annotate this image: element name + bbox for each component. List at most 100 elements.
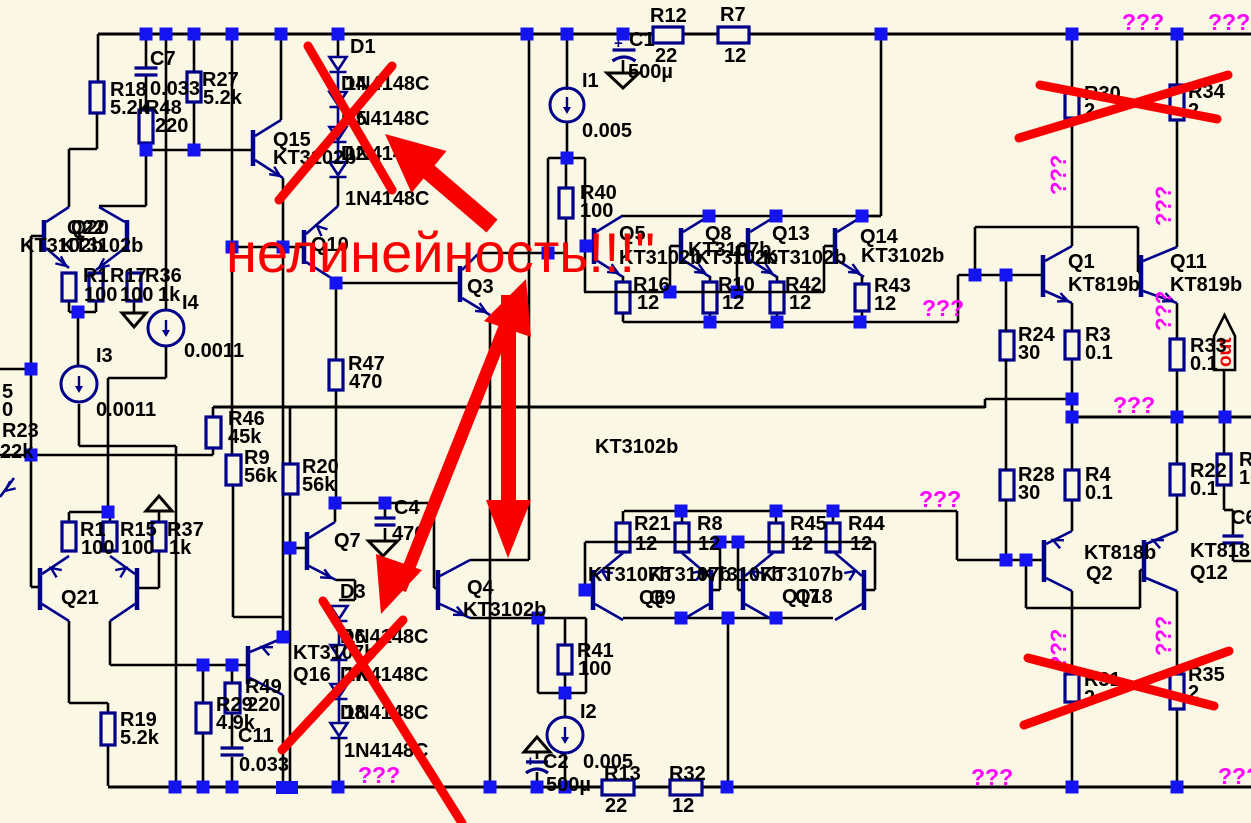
svg-text:0.0011: 0.0011 — [184, 340, 244, 362]
svg-text:R35: R35 — [1188, 664, 1225, 686]
svg-text:12: 12 — [698, 533, 720, 555]
svg-text:1N4148C: 1N4148C — [345, 108, 430, 130]
svg-text:D1: D1 — [350, 36, 376, 58]
svg-text:1k: 1k — [158, 284, 181, 306]
svg-text:C7: C7 — [150, 48, 176, 70]
svg-text:R46: R46 — [228, 408, 265, 430]
svg-text:100: 100 — [580, 200, 613, 222]
svg-text:Q15: Q15 — [273, 129, 311, 151]
svg-text:KT3107b: KT3107b — [648, 564, 731, 586]
svg-text:1N4148C: 1N4148C — [345, 73, 430, 95]
svg-text:R43: R43 — [874, 275, 911, 297]
svg-text:R21: R21 — [634, 513, 671, 535]
svg-text:Q3: Q3 — [467, 276, 494, 298]
svg-text:30: 30 — [1018, 482, 1040, 504]
svg-text:R18: R18 — [110, 79, 147, 101]
svg-text:KT3102b: KT3102b — [763, 247, 846, 269]
svg-text:KT818b: KT818b — [1084, 542, 1156, 564]
svg-text:100: 100 — [120, 284, 153, 306]
svg-text:R1: R1 — [83, 265, 109, 287]
svg-text:KT818b: KT818b — [1190, 540, 1251, 562]
svg-text:4.9k: 4.9k — [216, 712, 256, 734]
svg-text:???: ??? — [1218, 763, 1251, 789]
svg-text:0.1: 0.1 — [1085, 342, 1113, 364]
svg-text:22: 22 — [655, 45, 677, 67]
svg-text:Q12: Q12 — [1190, 562, 1228, 584]
svg-text:56k: 56k — [302, 474, 336, 496]
svg-text:1k: 1k — [169, 537, 192, 559]
svg-text:56k: 56k — [244, 465, 278, 487]
svg-text:I3: I3 — [96, 345, 113, 367]
svg-text:100: 100 — [578, 658, 611, 680]
svg-text:R32: R32 — [669, 763, 706, 785]
svg-text:C2: C2 — [543, 751, 569, 773]
svg-text:C1: C1 — [629, 29, 655, 51]
svg-text:R24: R24 — [1018, 324, 1056, 346]
svg-text:R8: R8 — [697, 513, 723, 535]
svg-text:R12: R12 — [650, 5, 687, 27]
svg-text:???: ??? — [1151, 186, 1176, 226]
svg-text:Q18: Q18 — [795, 586, 833, 608]
svg-text:KT819b: KT819b — [1170, 274, 1242, 296]
svg-text:???: ??? — [919, 486, 961, 512]
svg-text:220: 220 — [155, 115, 188, 137]
svg-text:R9: R9 — [244, 447, 270, 469]
svg-text:D3: D3 — [340, 581, 366, 603]
svg-text:R45: R45 — [790, 513, 827, 535]
svg-text:R36: R36 — [145, 265, 182, 287]
svg-text:???: ??? — [1151, 291, 1176, 331]
svg-text:2: 2 — [1084, 100, 1095, 122]
svg-text:Q20: Q20 — [71, 217, 109, 239]
svg-text:KT3102b: KT3102b — [595, 436, 678, 458]
svg-text:Q11: Q11 — [1170, 251, 1207, 273]
svg-text:R29: R29 — [216, 694, 253, 716]
svg-text:1N4148C: 1N4148C — [344, 740, 429, 762]
svg-text:0.033: 0.033 — [150, 78, 200, 100]
svg-text:R19: R19 — [120, 709, 157, 731]
svg-text:12: 12 — [791, 533, 813, 555]
svg-text:220: 220 — [247, 694, 280, 716]
svg-text:R15: R15 — [120, 519, 157, 541]
svg-text:нелинейность!!!": нелинейность!!!" — [226, 221, 655, 284]
svg-text:???: ??? — [1122, 9, 1164, 35]
svg-text:R48: R48 — [145, 97, 182, 119]
svg-text:D8: D8 — [340, 702, 366, 724]
svg-text:5: 5 — [2, 381, 13, 403]
svg-text:0.033: 0.033 — [239, 754, 289, 776]
svg-text:12: 12 — [724, 45, 746, 67]
svg-text:KT819b: KT819b — [1068, 274, 1140, 296]
svg-text:C4: C4 — [394, 497, 420, 519]
svg-text:12: 12 — [789, 292, 811, 314]
svg-text:R27: R27 — [202, 69, 239, 91]
svg-text:???: ??? — [971, 764, 1013, 790]
svg-text:KT3102b: KT3102b — [695, 247, 778, 269]
svg-text:0.005: 0.005 — [583, 751, 633, 773]
svg-text:R17: R17 — [110, 265, 147, 287]
svg-text:R20: R20 — [302, 456, 339, 478]
svg-text:Q13: Q13 — [772, 223, 810, 245]
svg-text:I1: I1 — [582, 70, 599, 92]
svg-text:R23: R23 — [2, 420, 39, 442]
svg-text:R22: R22 — [1190, 460, 1227, 482]
svg-text:Q22: Q22 — [67, 217, 105, 239]
svg-text:Q10: Q10 — [311, 234, 349, 256]
svg-text:KT3102b: KT3102b — [463, 599, 546, 621]
svg-text:R4: R4 — [1085, 464, 1111, 486]
svg-text:Q17: Q17 — [782, 586, 820, 608]
svg-text:R3: R3 — [1085, 324, 1111, 346]
svg-text:out: out — [1215, 337, 1236, 367]
svg-text:KT3107b: KT3107b — [760, 564, 843, 586]
svg-text:0.0011: 0.0011 — [96, 399, 156, 421]
svg-text:30: 30 — [1018, 342, 1040, 364]
svg-text:I2: I2 — [580, 701, 597, 723]
svg-text:Q6: Q6 — [639, 587, 666, 609]
svg-text:KT3107b: KT3107b — [588, 564, 671, 586]
svg-text:1N4148C: 1N4148C — [344, 702, 429, 724]
svg-text:100: 100 — [84, 284, 117, 306]
svg-text:R16: R16 — [633, 274, 670, 296]
svg-text:D2: D2 — [341, 143, 367, 165]
svg-text:Q9: Q9 — [649, 587, 676, 609]
svg-text:Q21: Q21 — [61, 587, 99, 609]
svg-text:100: 100 — [81, 537, 114, 559]
svg-text:Q1: Q1 — [1068, 251, 1095, 273]
